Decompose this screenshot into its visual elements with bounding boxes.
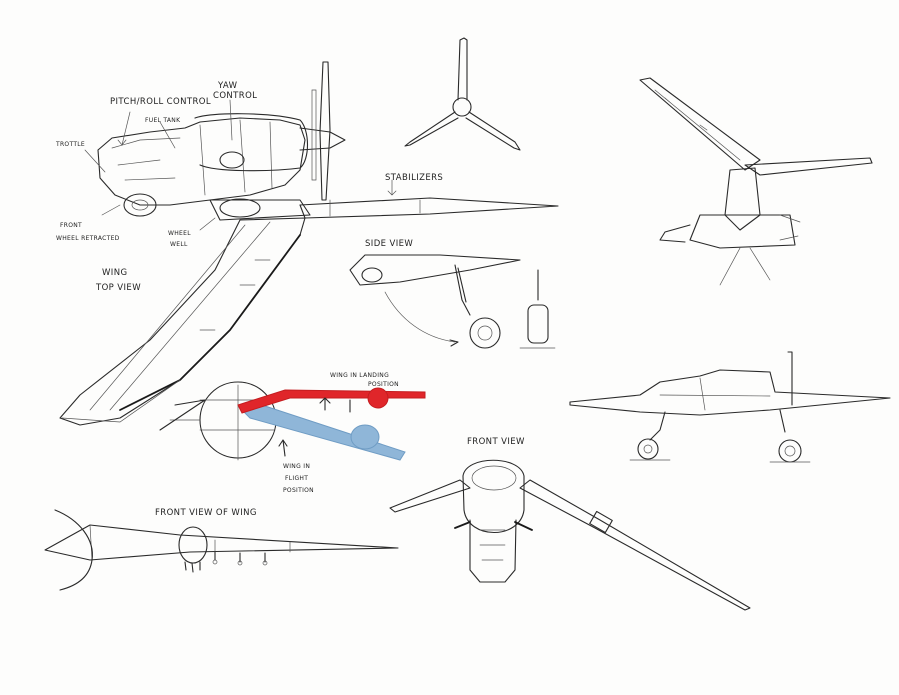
label-fuel-tank: Fuel tank	[145, 117, 181, 124]
label-wheel-well-line2: well	[170, 241, 188, 248]
landing-wing-pod	[367, 387, 389, 409]
label-stabilizers: Stabilizers	[385, 173, 443, 183]
front-view-aircraft	[569, 351, 891, 463]
label-throttle: Trottle	[55, 141, 85, 148]
label-landing-line2: position	[368, 381, 399, 388]
label-front-wheel-line2: wheel retracted	[56, 235, 120, 242]
label-front-view-of-wing: Front view of wing	[155, 508, 257, 518]
wing-hinge-diagram	[159, 381, 426, 461]
label-front-view: Front view	[467, 437, 525, 447]
front-view-of-wing	[44, 509, 399, 591]
label-front-wheel-line1: Front	[60, 222, 82, 229]
label-wheel-well-line1: Wheel	[168, 230, 191, 237]
label-flight-line1: Wing in	[283, 463, 310, 470]
label-side-view: Side view	[365, 239, 413, 249]
label-landing-line1: Wing in landing	[330, 372, 389, 379]
main-aircraft-view	[59, 61, 559, 426]
perspective-view	[639, 77, 873, 286]
label-wing-top-line1: Wing	[102, 268, 127, 278]
label-yaw-line2: control	[213, 91, 257, 101]
label-wing-top-line2: top view	[95, 283, 141, 293]
side-view-gear	[349, 254, 556, 349]
label-pitch-roll: Pitch/Roll control	[110, 97, 211, 107]
propeller-rear-view	[404, 37, 521, 151]
label-flight-line3: position	[283, 487, 314, 494]
label-yaw-line1: Yaw	[217, 81, 238, 91]
front-view-head-on	[389, 459, 751, 611]
flight-wing-pod	[350, 424, 380, 450]
leader-arrows	[84, 99, 397, 231]
flight-position-wing	[238, 404, 406, 461]
label-flight-line2: flight	[285, 475, 308, 482]
